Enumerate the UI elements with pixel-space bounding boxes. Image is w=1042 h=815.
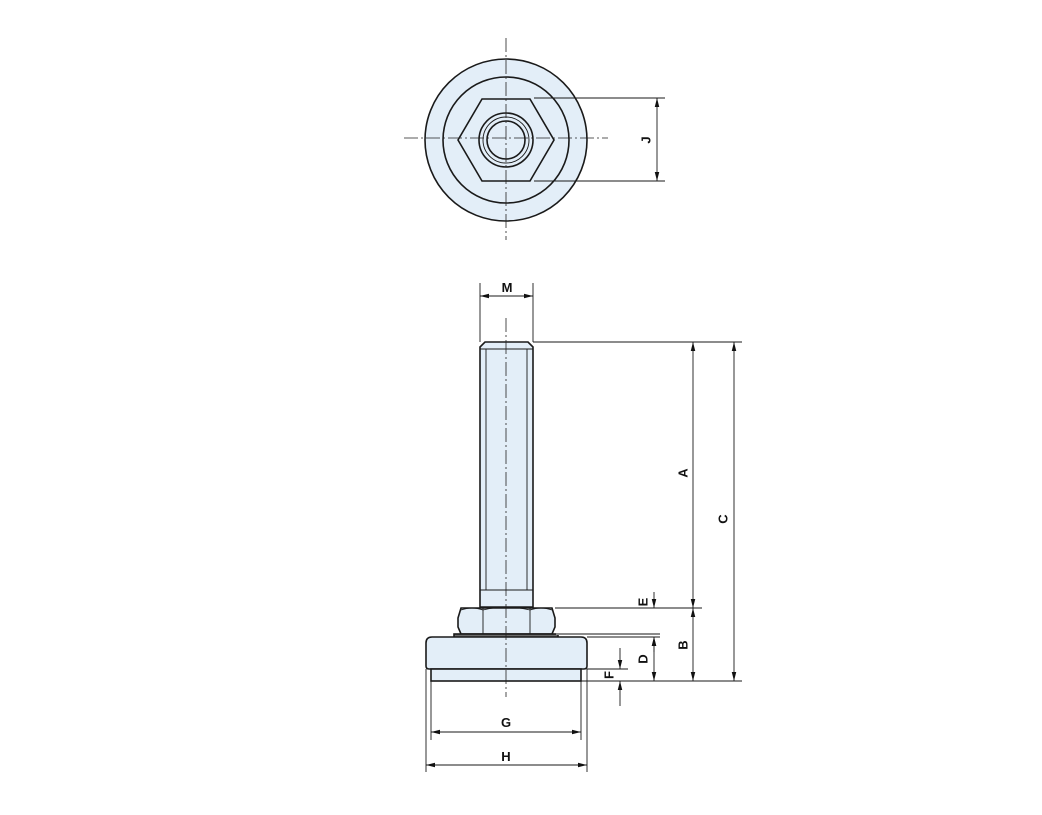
dim-label-b: B: [675, 640, 690, 649]
hex-nut-side: [457, 607, 556, 635]
dim-label-f: F: [601, 671, 616, 679]
bolt-shaft: [479, 341, 534, 608]
dim-label-g: G: [501, 715, 511, 730]
dim-label-m: M: [502, 280, 513, 295]
dim-label-d: D: [635, 654, 650, 663]
dim-label-a: A: [675, 468, 690, 478]
top-view: J: [404, 38, 665, 240]
dim-label-h: H: [501, 749, 510, 764]
dim-label-e: E: [635, 597, 650, 606]
base-body: [425, 636, 588, 670]
dim-label-j: J: [638, 136, 653, 143]
side-view: M A C B E D F G H: [425, 280, 742, 772]
dim-label-c: C: [715, 514, 730, 524]
